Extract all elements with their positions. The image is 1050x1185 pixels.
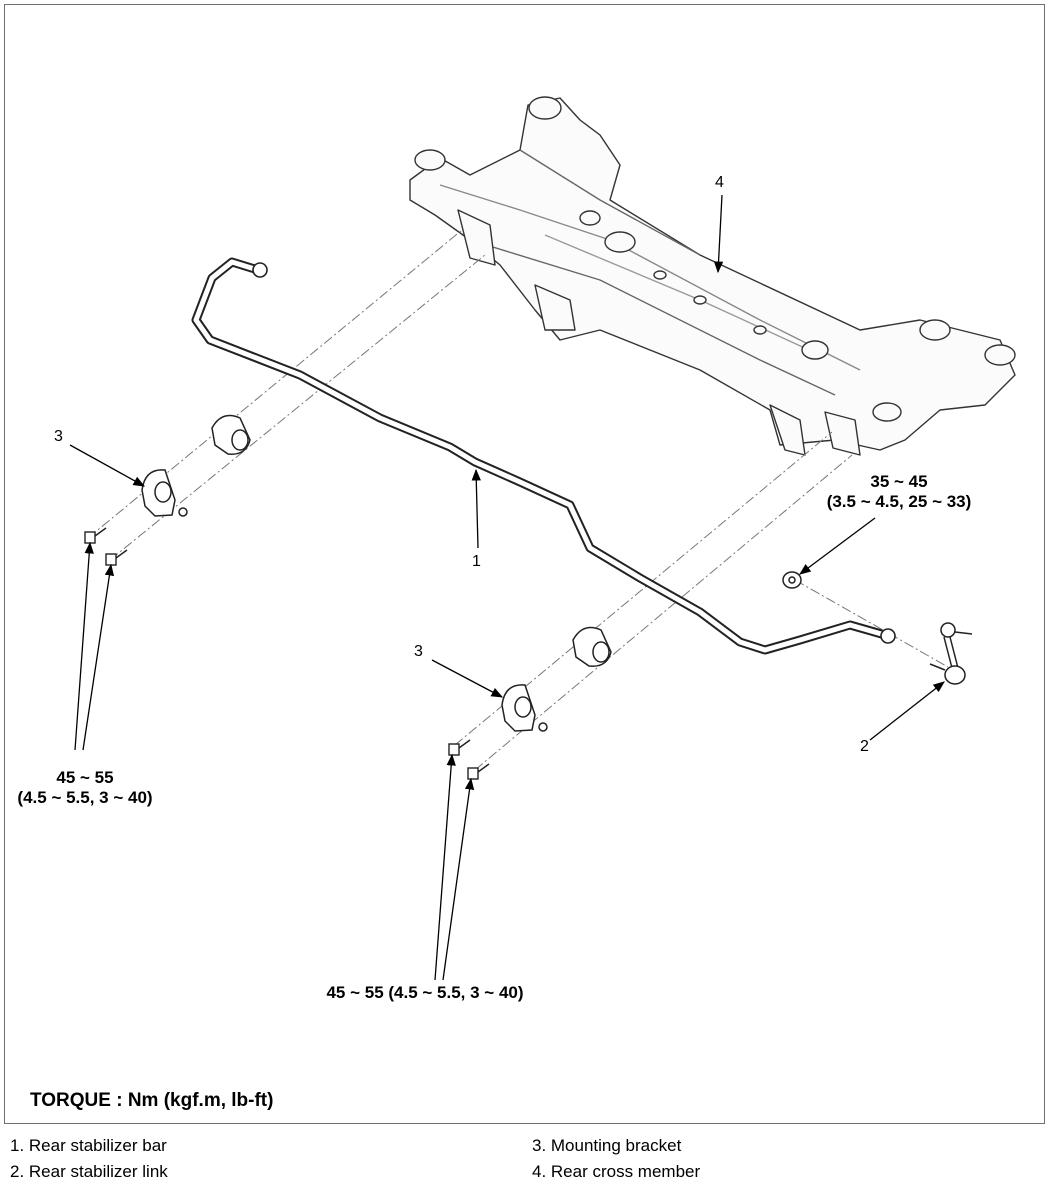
legend-item-1: 1. Rear stabilizer bar [10,1136,167,1155]
torque-unit-note: TORQUE : Nm (kgf.m, lb-ft) [30,1090,274,1111]
rear-stabilizer-link [929,622,973,685]
legend-item-2: 2. Rear stabilizer link [10,1162,168,1181]
mounting-bracket-left [141,469,188,517]
callout-1: 1 [472,553,481,570]
rear-stabilizer-bar [191,257,896,655]
legend-left: 1. Rear stabilizer bar 2. Rear stabilize… [10,1133,168,1185]
diagram-frame [4,4,1045,1124]
torque-center-bolts: 45 ~ 55 (4.5 ~ 5.5, 3 ~ 40) [326,983,524,1002]
legend-right: 3. Mounting bracket 4. Rear cross member [532,1133,700,1185]
mounting-bracket-right [501,684,548,732]
torque-link-nut-value: 35 ~ 45 [870,472,928,491]
legend-item-3: 3. Mounting bracket [532,1136,682,1155]
callout-3-left: 3 [54,428,63,445]
torque-left-bolts-value: 45 ~ 55 [56,768,114,787]
callout-4: 4 [715,174,724,191]
bushing-right [572,626,612,667]
link-nut [782,571,802,589]
callout-2: 2 [860,738,869,755]
legend-item-4: 4. Rear cross member [532,1162,701,1181]
torque-left-bolts: 45 ~ 55 (4.5 ~ 5.5, 3 ~ 40) [2,768,168,808]
bushing-left [211,414,251,455]
rear-cross-member [409,96,1016,456]
bolts [84,527,490,780]
callout-3-right: 3 [414,643,423,660]
torque-link-nut-conversion: (3.5 ~ 4.5, 25 ~ 33) [826,492,972,511]
leader-arrows [69,194,945,981]
torque-left-bolts-conversion: (4.5 ~ 5.5, 3 ~ 40) [17,788,153,807]
torque-link-nut: 35 ~ 45 (3.5 ~ 4.5, 25 ~ 33) [810,472,988,512]
